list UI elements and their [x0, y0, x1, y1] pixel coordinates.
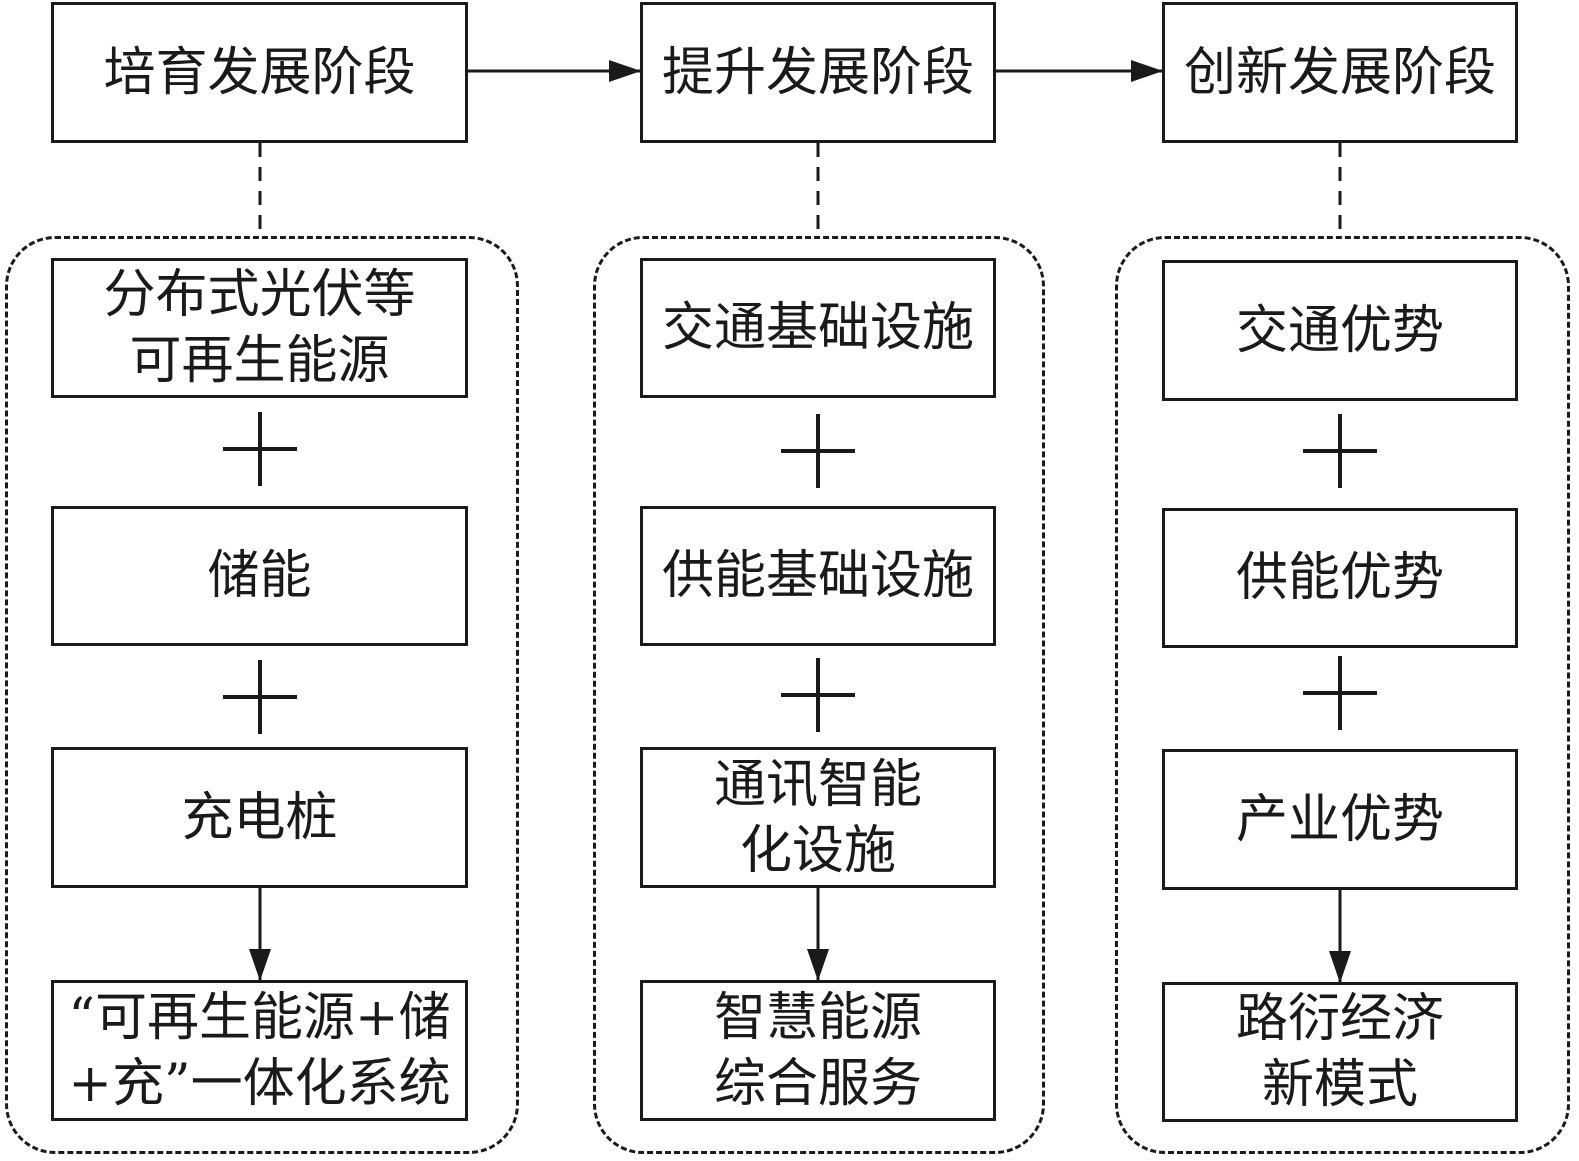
stage-1-result-box: “可再生能源+储 +充”一体化系统 [51, 980, 468, 1121]
stage-2-item-1: 交通基础设施 [661, 298, 974, 358]
stage-2-title-box: 提升发展阶段 [640, 2, 996, 143]
stage-3-result: 路衍经济 新模式 [1235, 989, 1444, 1115]
stage-2-title: 提升发展阶段 [661, 42, 974, 103]
stage-3-plus-1 [1303, 414, 1377, 488]
stage-2-result: 智慧能源 综合服务 [713, 987, 922, 1114]
stage-2-item-3-box: 通讯智能 化设施 [640, 747, 996, 888]
stage-2-plus-2 [781, 658, 855, 732]
stage-3-item-2: 供能优势 [1235, 548, 1444, 608]
stage-3-item-3-box: 产业优势 [1162, 749, 1518, 890]
stage-1-group [5, 236, 519, 1154]
stage-1-item-1: 分布式光伏等 可再生能源 [103, 265, 416, 391]
stage-2-item-1-box: 交通基础设施 [640, 258, 996, 398]
stage-3-title: 创新发展阶段 [1183, 42, 1496, 103]
stage-2-item-3: 通讯智能 化设施 [713, 754, 922, 881]
stage-3-result-box: 路衍经济 新模式 [1162, 982, 1518, 1122]
stage-1-result: “可再生能源+储 +充”一体化系统 [68, 987, 451, 1114]
stage-1-item-2-box: 储能 [51, 506, 468, 646]
stage-2-item-2-box: 供能基础设施 [640, 506, 996, 646]
stage-1-plus-2 [223, 660, 297, 734]
stage-2-group [593, 236, 1045, 1154]
stage-2-plus-1 [781, 414, 855, 488]
stage-1-item-2: 储能 [207, 546, 312, 606]
stage-3-item-1: 交通优势 [1235, 300, 1444, 361]
stage-2-result-box: 智慧能源 综合服务 [640, 980, 996, 1121]
stage-1-title-box: 培育发展阶段 [51, 2, 468, 143]
stage-3-title-box: 创新发展阶段 [1162, 2, 1518, 143]
stage-1-item-3: 充电桩 [181, 787, 338, 848]
stage-1-item-3-box: 充电桩 [51, 747, 468, 888]
stage-1-item-1-box: 分布式光伏等 可再生能源 [51, 258, 468, 398]
stage-1-title: 培育发展阶段 [103, 42, 416, 103]
stage-3-plus-2 [1303, 656, 1377, 730]
stage-3-item-2-box: 供能优势 [1162, 508, 1518, 648]
stage-3-group [1115, 236, 1570, 1154]
stage-2-item-2: 供能基础设施 [661, 546, 974, 606]
stage-3-item-1-box: 交通优势 [1162, 260, 1518, 401]
stage-3-item-3: 产业优势 [1235, 789, 1444, 850]
stage-1-plus-1 [223, 412, 297, 486]
